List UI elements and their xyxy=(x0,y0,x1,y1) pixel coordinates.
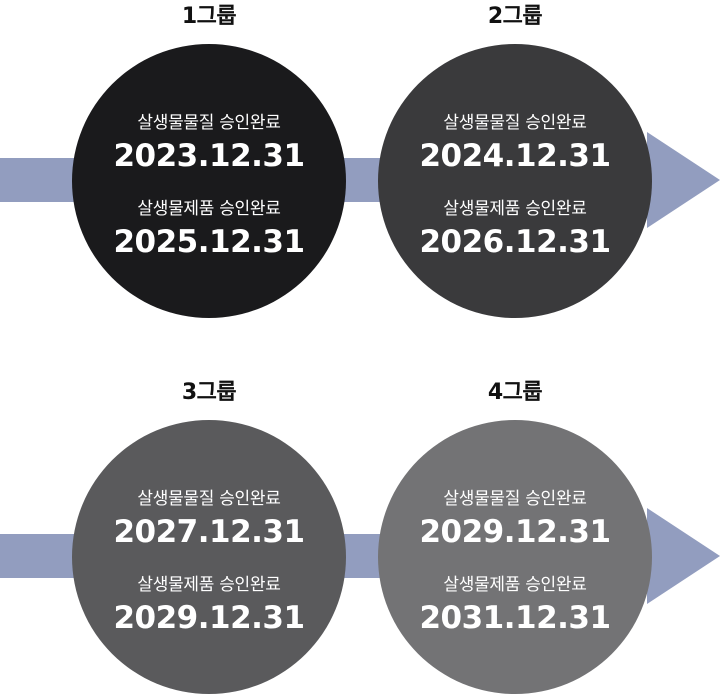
group-1-product-date: 2025.12.31 xyxy=(113,224,305,260)
arrow-right-icon xyxy=(647,132,720,228)
group-2-substance-label: 살생물물질 승인완료 xyxy=(443,113,587,133)
group-3-product-date: 2029.12.31 xyxy=(113,600,305,636)
group-2-product-date: 2026.12.31 xyxy=(419,224,611,260)
timeline-row-1: 1그룹 살생물물질 승인완료 2023.12.31 살생물제품 승인완료 202… xyxy=(0,0,720,320)
group-2-label: 2그룹 xyxy=(487,4,543,29)
group-3-product-label: 살생물제품 승인완료 xyxy=(137,575,281,595)
group-4-product-date: 2031.12.31 xyxy=(419,600,611,636)
timeline-row-2: 3그룹 살생물물질 승인완료 2027.12.31 살생물제품 승인완료 202… xyxy=(0,376,720,696)
group-4-circle: 살생물물질 승인완료 2029.12.31 살생물제품 승인완료 2031.12… xyxy=(378,420,652,694)
group-2-circle: 살생물물질 승인완료 2024.12.31 살생물제품 승인완료 2026.12… xyxy=(378,44,652,318)
group-3-circle: 살생물물질 승인완료 2027.12.31 살생물제품 승인완료 2029.12… xyxy=(72,420,346,694)
group-3-label: 3그룹 xyxy=(181,380,237,405)
group-1-circle: 살생물물질 승인완료 2023.12.31 살생물제품 승인완료 2025.12… xyxy=(72,44,346,318)
group-3-substance-date: 2027.12.31 xyxy=(113,514,305,550)
group-1-product-label: 살생물제품 승인완료 xyxy=(137,199,281,219)
group-4-product-label: 살생물제품 승인완료 xyxy=(443,575,587,595)
group-2-product-label: 살생물제품 승인완료 xyxy=(443,199,587,219)
group-1-substance-date: 2023.12.31 xyxy=(113,138,305,174)
group-4-label: 4그룹 xyxy=(487,380,543,405)
group-4-substance-date: 2029.12.31 xyxy=(419,514,611,550)
arrow-right-icon xyxy=(647,508,720,604)
group-2-substance-date: 2024.12.31 xyxy=(419,138,611,174)
group-1-substance-label: 살생물물질 승인완료 xyxy=(137,113,281,133)
group-1-label: 1그룹 xyxy=(181,4,237,29)
group-3-substance-label: 살생물물질 승인완료 xyxy=(137,489,281,509)
group-4-substance-label: 살생물물질 승인완료 xyxy=(443,489,587,509)
